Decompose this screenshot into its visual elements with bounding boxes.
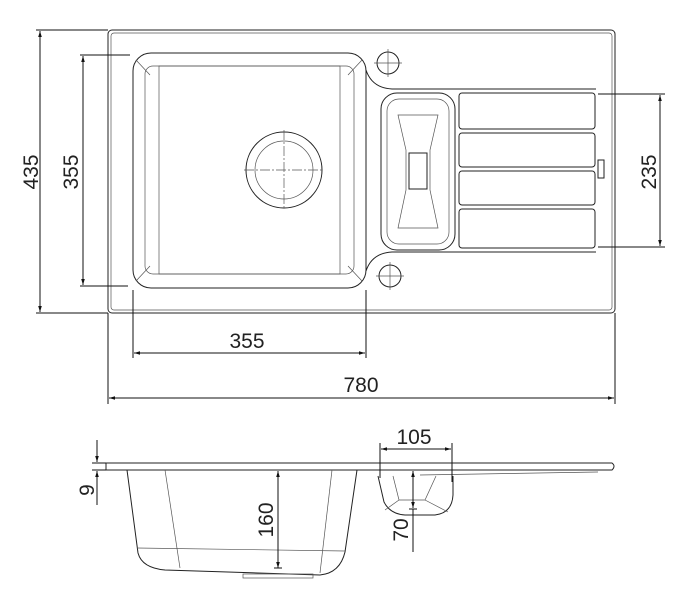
dim-overall-width: 780 <box>343 374 378 397</box>
small-bowl <box>380 92 456 251</box>
main-bowl <box>132 52 367 289</box>
dim-overall-depth: 435 <box>20 154 43 189</box>
drainer-grooves <box>458 92 596 249</box>
dim-bowl-height: 160 <box>255 502 278 537</box>
side-small-bowl <box>377 475 454 516</box>
dim-bowl-depth: 355 <box>60 154 83 189</box>
tap-hole-top <box>374 49 402 77</box>
side-main-bowl <box>126 469 358 576</box>
sink-plate-outline <box>107 29 616 314</box>
tap-hole-bottom <box>376 262 404 290</box>
dim-bowl-width: 355 <box>229 330 264 353</box>
dim-drainer-width: 235 <box>638 154 661 189</box>
top-view: 435 355 235 355 780 <box>20 29 665 404</box>
side-plate <box>105 462 615 471</box>
dim-plate-thickness: 9 <box>76 484 99 496</box>
drain-hole <box>244 130 324 210</box>
side-view: 9 160 105 70 <box>76 426 615 579</box>
dim-small-bowl-height: 70 <box>390 518 413 541</box>
dim-small-bowl-width: 105 <box>396 426 431 449</box>
overflow-slot <box>597 159 605 179</box>
